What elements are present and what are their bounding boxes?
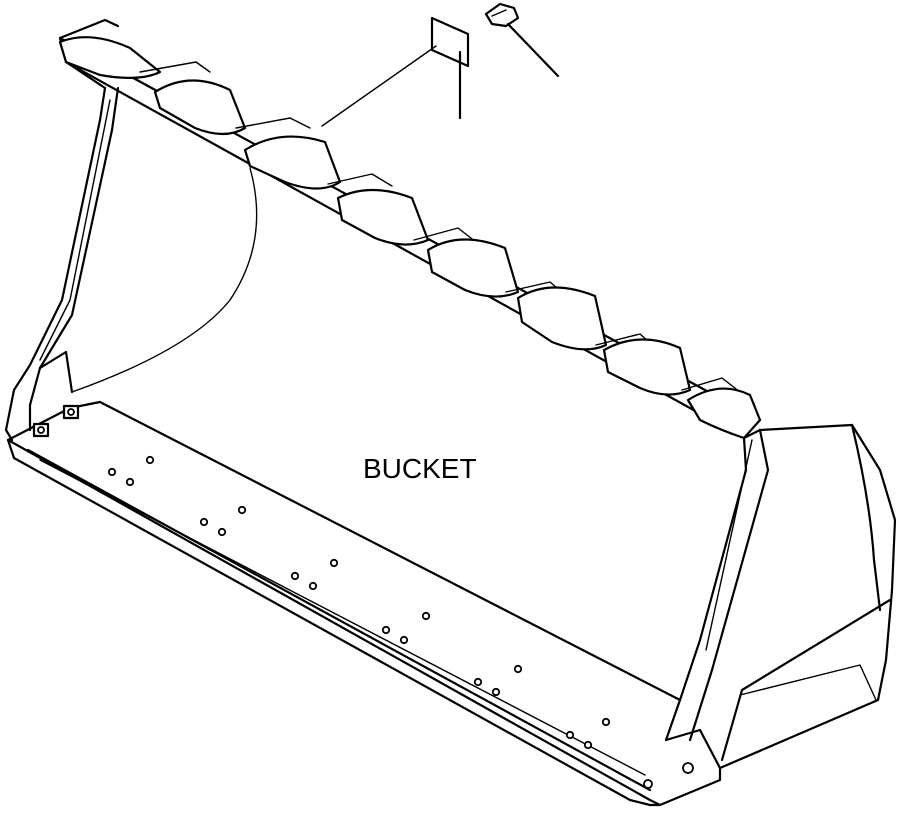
bucket-label: BUCKET — [363, 453, 477, 484]
cover-plate-part — [321, 16, 470, 127]
bolt-holes — [32, 404, 694, 789]
tooth-adapters — [58, 36, 762, 440]
inner-back-curve — [71, 167, 258, 393]
left-side-plate — [4, 18, 120, 442]
cutting-edge — [6, 366, 682, 807]
bolt-part — [484, 2, 560, 78]
right-side-plate — [648, 423, 897, 807]
